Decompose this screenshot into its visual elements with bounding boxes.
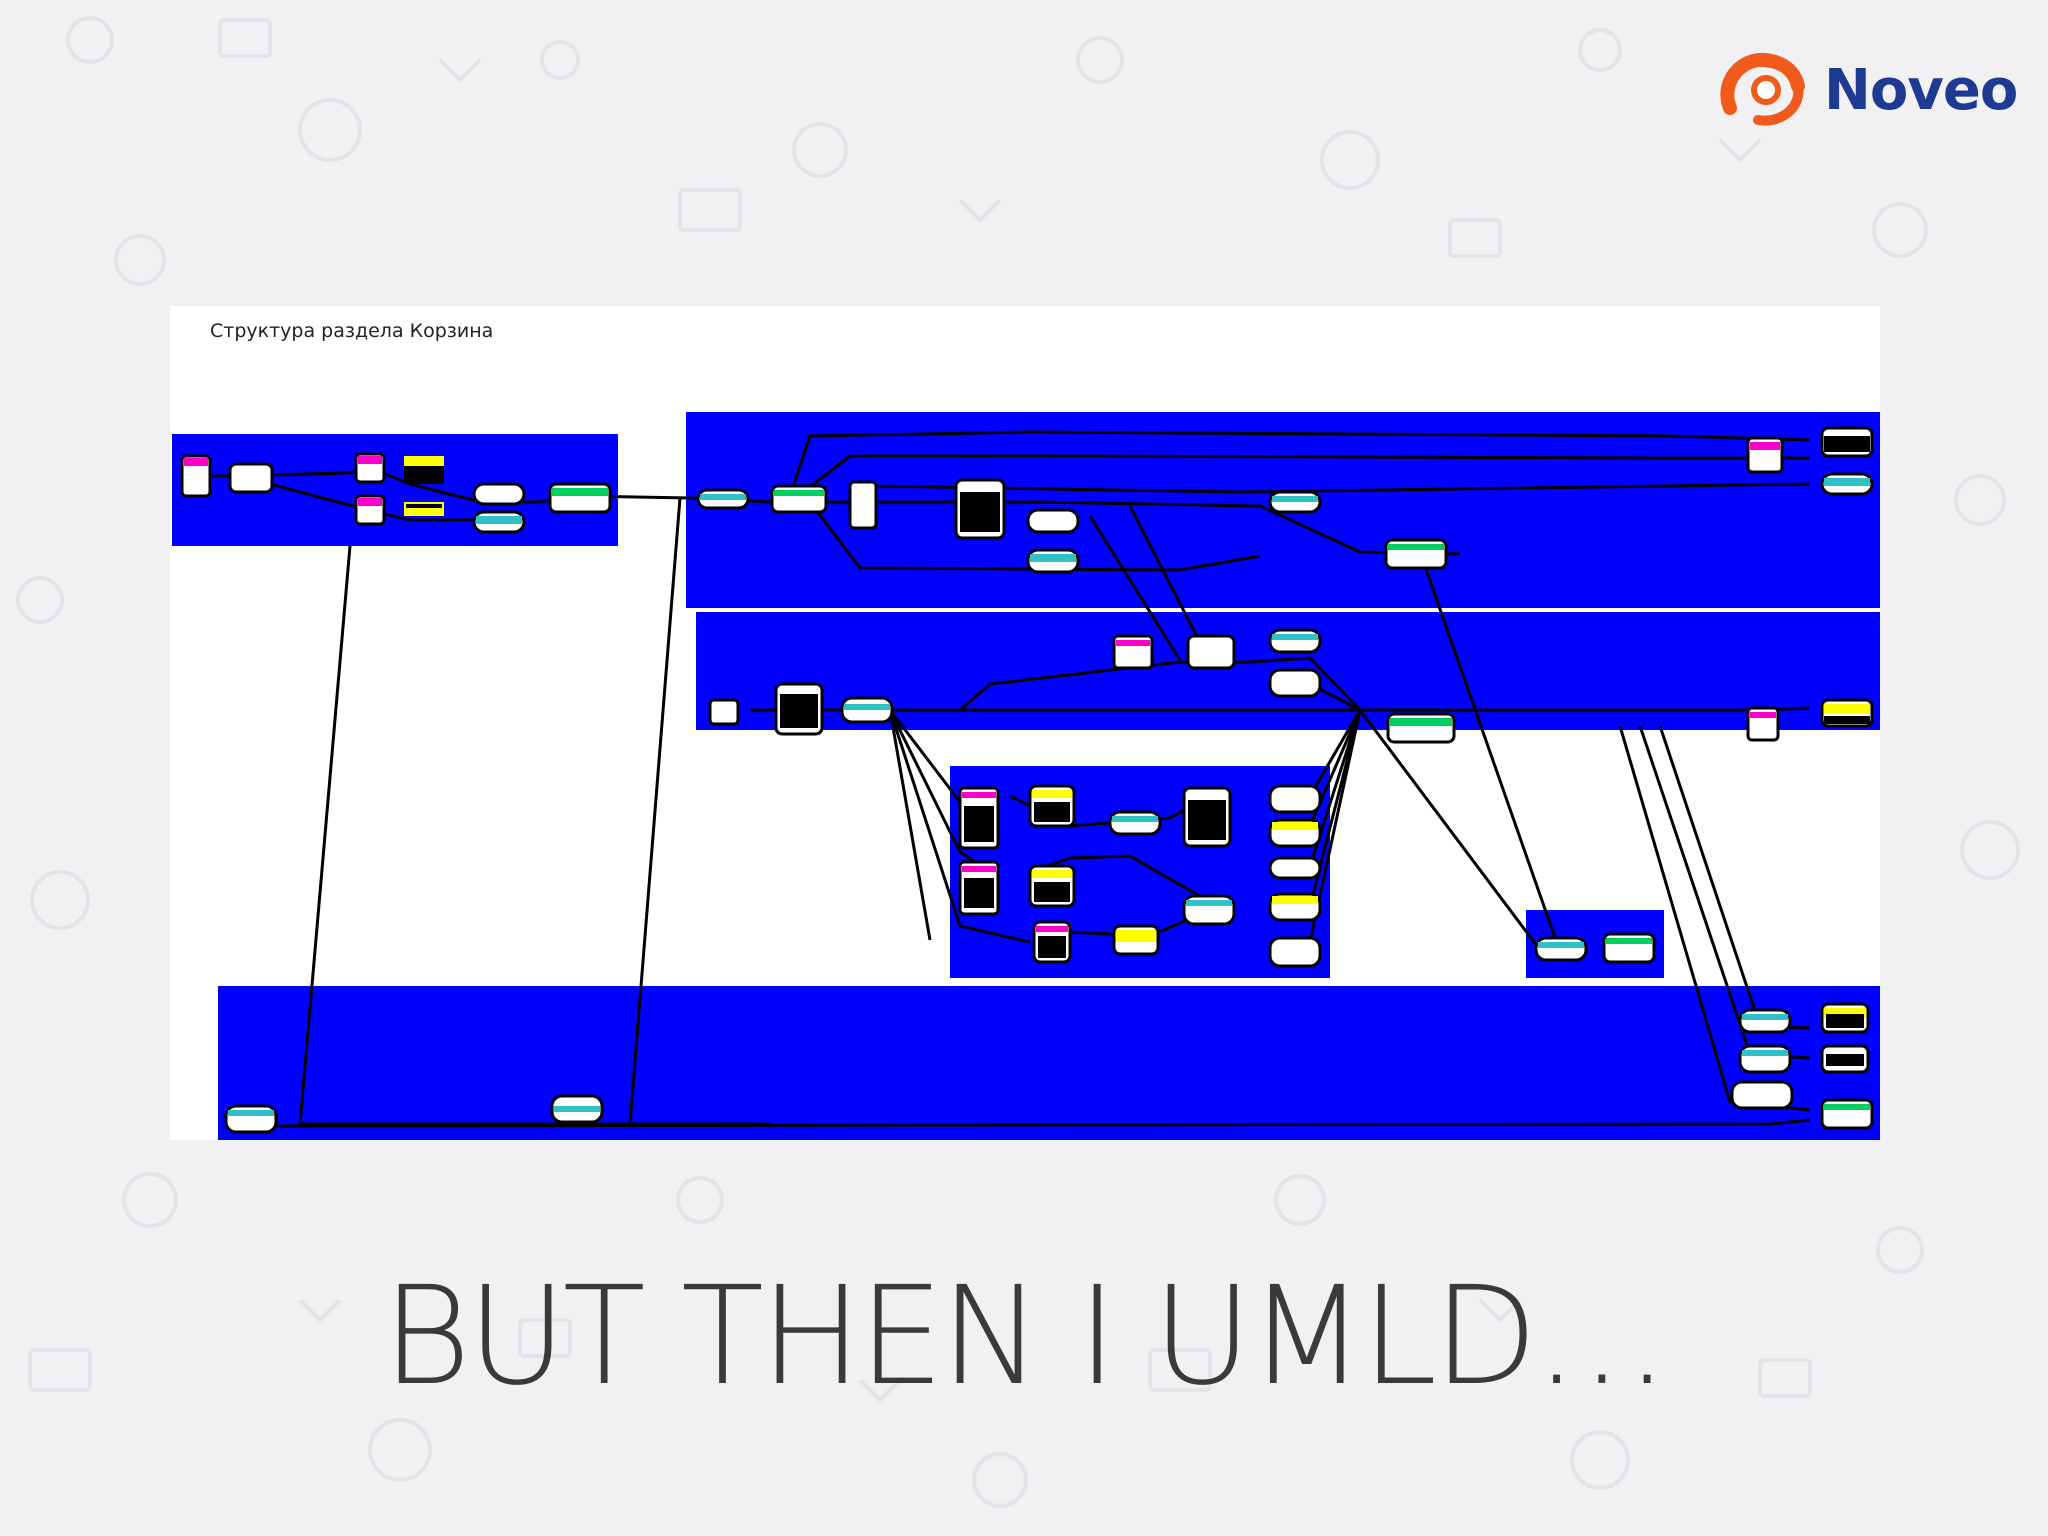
noveo-swirl-icon [1720,52,1805,126]
uml-diagram-image: Структура раздела Корзина [170,306,1880,1140]
slide-heading: BUT THEN I UMLD… [382,1258,1670,1416]
diagram-canvas [172,412,1880,1140]
diagram-title: Структура раздела Корзина [210,320,494,342]
region-6 [218,986,1880,1140]
logo-text: Noveo [1824,58,2018,123]
diagram-nodes [180,426,1874,1134]
noveo-logo: Noveo [1710,38,2018,138]
